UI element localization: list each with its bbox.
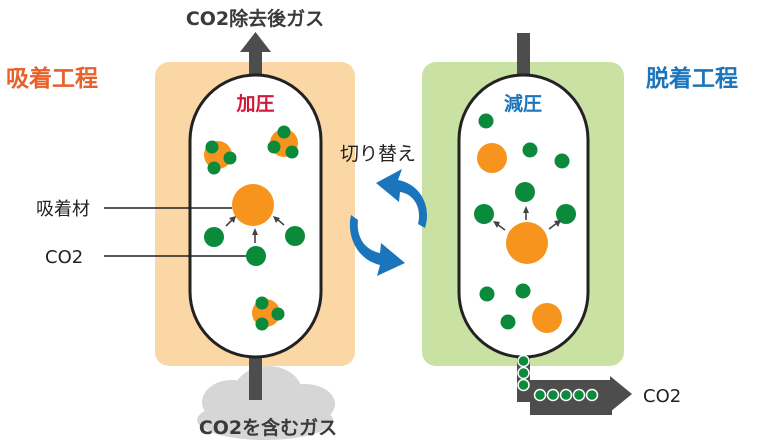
inlet-pipe-left: [249, 350, 262, 400]
co2-molecule: [554, 153, 570, 169]
desorption-arrows: [493, 206, 561, 231]
outlet-arrowhead: [240, 32, 271, 52]
co2-molecule: [515, 182, 535, 202]
co2-molecule: [515, 283, 531, 299]
co2-label: CO2: [45, 247, 83, 268]
top-pipe-right: [517, 33, 530, 85]
adsorbent-particle: [506, 222, 548, 264]
depressurize-label: 減圧: [504, 92, 542, 115]
co2-molecule: [479, 286, 495, 302]
co2-molecule: [246, 246, 266, 266]
adsorbent-particle: [232, 184, 274, 226]
adsorbent-particle: [532, 303, 562, 333]
co2-outlet-arrowhead: [610, 376, 632, 412]
co2-stream: [517, 354, 599, 402]
adsorbent-particle: [477, 143, 507, 173]
adsorbent-cluster: [267, 125, 299, 159]
outlet-gas-label: CO2除去後ガス: [186, 7, 324, 30]
switch-label: 切り替え: [340, 143, 416, 165]
co2-molecule: [285, 226, 305, 246]
desorption-process-label: 脱着工程: [646, 65, 738, 92]
co2-molecule: [474, 204, 494, 224]
adsorbent-label: 吸着材: [36, 199, 90, 220]
adsorption-arrows: [225, 216, 285, 243]
pressurize-label: 加圧: [235, 93, 274, 115]
inlet-gas-label: CO2を含むガス: [199, 416, 337, 439]
co2-outlet-label: CO2: [643, 386, 681, 407]
adsorbent-cluster: [204, 140, 237, 175]
co2-molecule: [204, 227, 224, 247]
adsorption-process-label: 吸着工程: [6, 65, 98, 92]
co2-molecule: [500, 314, 516, 330]
co2-molecule: [478, 113, 494, 129]
adsorbent-cluster: [252, 296, 285, 331]
co2-molecule: [522, 142, 538, 158]
co2-molecule: [556, 204, 576, 224]
switch-cycle-icon: [349, 169, 427, 276]
